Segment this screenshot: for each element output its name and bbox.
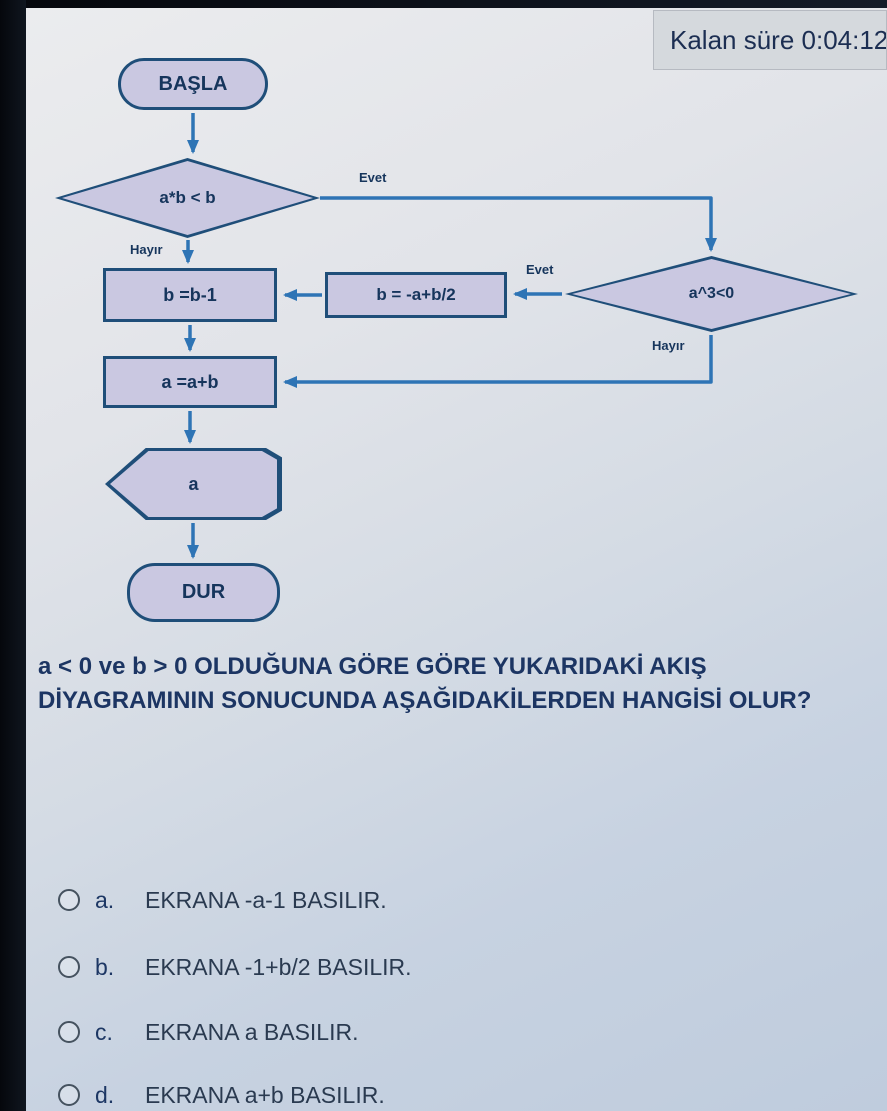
radio-option-a[interactable] — [58, 889, 80, 911]
option-text: EKRANA a+b BASILIR. — [145, 1081, 385, 1108]
connector-decision1-evet-to-decision2 — [320, 196, 717, 252]
flow-end-node: DUR — [127, 563, 280, 622]
flow-decision-a-cubed-lt-0: a^3<0 — [565, 256, 858, 332]
radio-option-c[interactable] — [58, 1021, 80, 1043]
flow-process-b-eq-b-minus-1: b =b-1 — [103, 268, 277, 322]
remaining-time-badge: Kalan süre 0:04:12 — [653, 10, 887, 70]
option-text: EKRANA a BASILIR. — [145, 1018, 359, 1045]
option-letter: a. — [95, 886, 115, 913]
branch-label-hayir-1: Hayır — [130, 242, 163, 257]
flow-output-a: a — [105, 448, 282, 520]
answer-option-d[interactable]: d. EKRANA a+b BASILIR. — [26, 1075, 887, 1111]
photo-frame-left — [0, 0, 26, 1111]
branch-label-evet-1: Evet — [359, 170, 387, 185]
photo-frame-top — [0, 0, 887, 8]
branch-label-evet-2: Evet — [526, 262, 554, 277]
answer-option-c[interactable]: c. EKRANA a BASILIR. — [26, 1012, 887, 1052]
quiz-screen: Kalan süre 0:04:12 BAŞLA a*b < b b =b-1 … — [26, 8, 887, 1111]
flow-decision-ab-lt-b: a*b < b — [55, 158, 320, 238]
option-text: EKRANA -1+b/2 BASILIR. — [145, 953, 412, 980]
flowchart: BAŞLA a*b < b b =b-1 b = -a+b/2 a^3<0 a … — [26, 8, 887, 648]
option-letter: d. — [95, 1081, 115, 1108]
flow-decision-ab-lt-b-label: a*b < b — [62, 161, 313, 235]
answer-option-b[interactable]: b. EKRANA -1+b/2 BASILIR. — [26, 947, 887, 987]
option-text: EKRANA -a-1 BASILIR. — [145, 886, 387, 913]
connector-decision2-hayir-to-process3 — [283, 335, 713, 388]
option-letter: b. — [95, 953, 115, 980]
branch-label-hayir-2: Hayır — [652, 338, 685, 353]
flow-decision-a-cubed-lt-0-label: a^3<0 — [572, 259, 851, 329]
option-letter: c. — [95, 1018, 113, 1045]
answer-option-a[interactable]: a. EKRANA -a-1 BASILIR. — [26, 880, 887, 920]
radio-option-b[interactable] — [58, 956, 80, 978]
flow-output-a-label: a — [110, 451, 277, 517]
flow-start-node: BAŞLA — [118, 58, 268, 110]
radio-option-d[interactable] — [58, 1084, 80, 1106]
flow-process-b-eq-neg-a-plus-b-div-2: b = -a+b/2 — [325, 272, 507, 318]
question-text: a < 0 ve b > 0 OLDUĞUNA GÖRE GÖRE YUKARI… — [38, 653, 812, 715]
flow-process-a-eq-a-plus-b: a =a+b — [103, 356, 277, 408]
